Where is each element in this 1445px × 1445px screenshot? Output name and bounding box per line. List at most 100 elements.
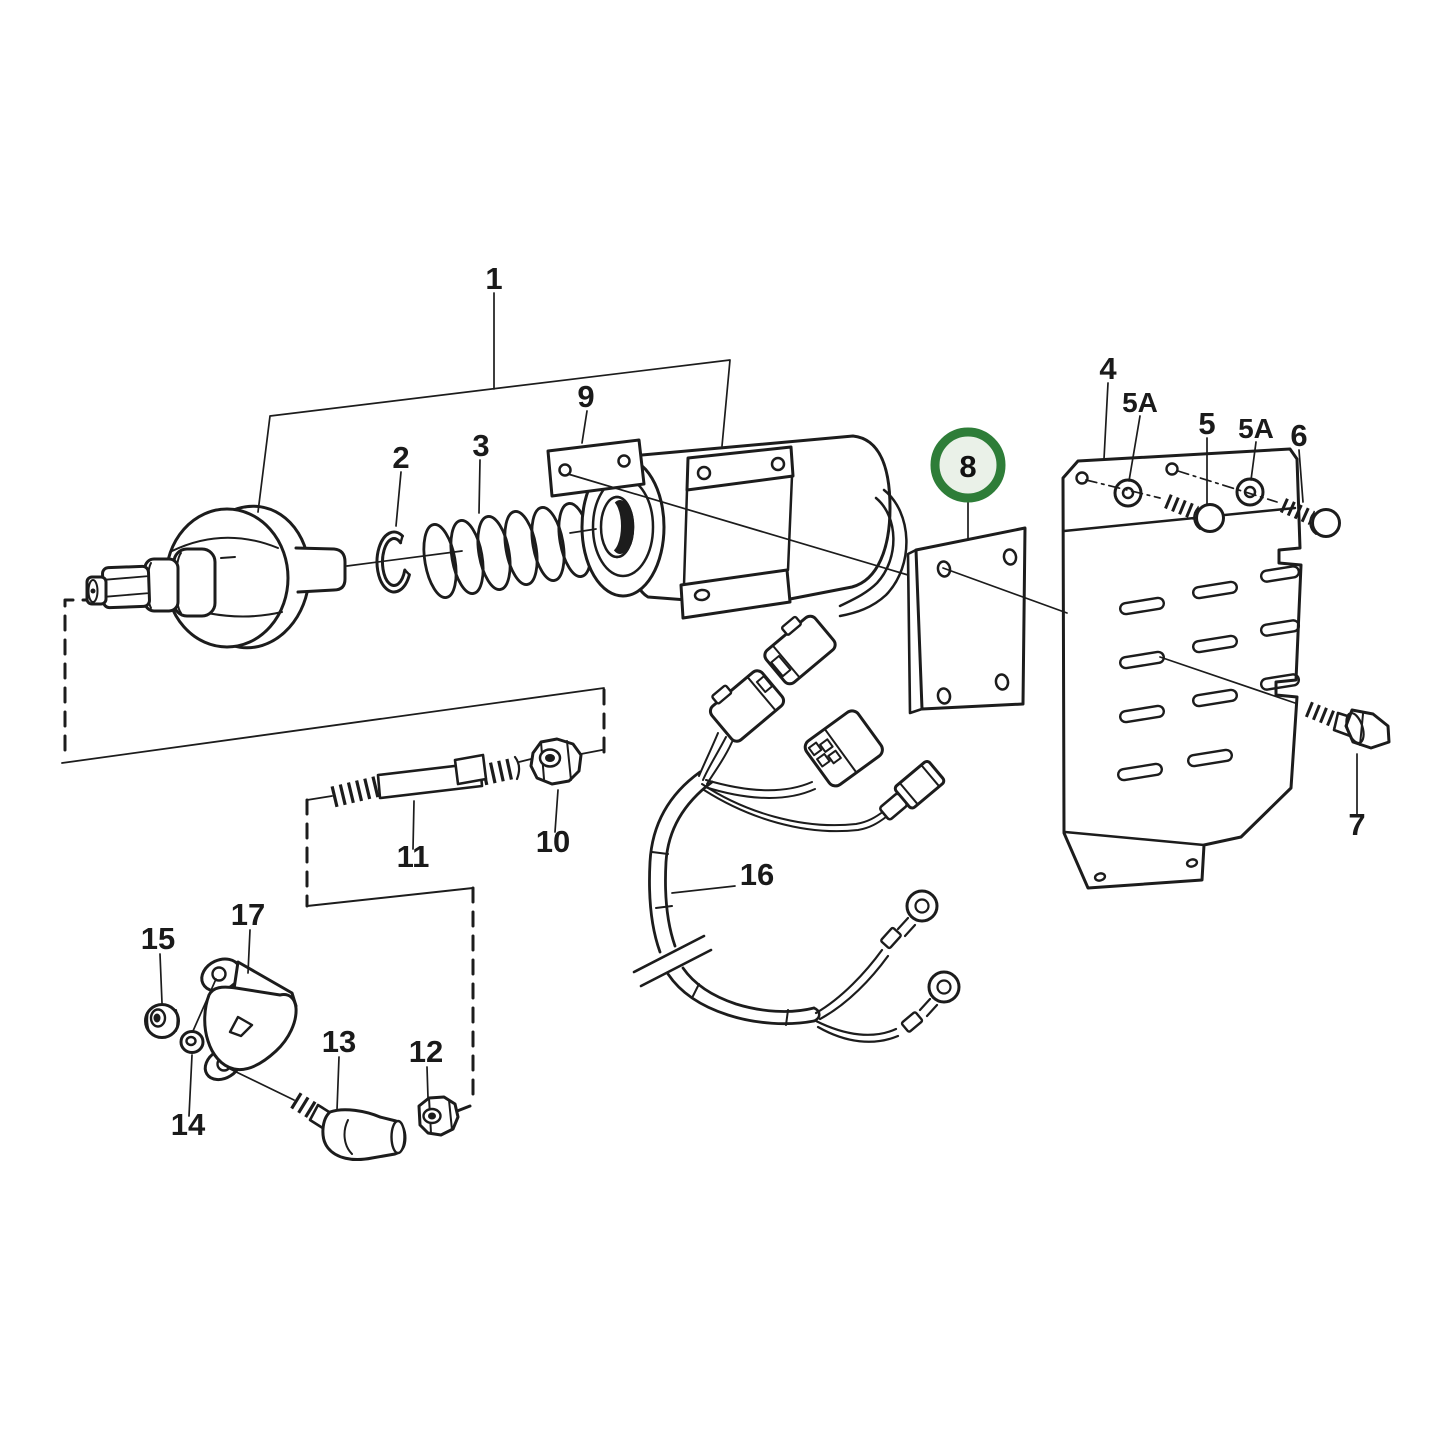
screw-5-head — [1195, 503, 1225, 533]
callout-3: 3 — [472, 428, 489, 463]
bolt-7-head — [1344, 708, 1391, 750]
badge-label[interactable]: 8 — [959, 449, 976, 484]
sleeve-left-edge — [648, 770, 816, 1026]
screw-5-head-face — [1193, 507, 1201, 530]
frame-thin-line-2 — [306, 887, 474, 907]
bracket-bottom-fold — [1063, 830, 1206, 847]
bracket-17-slot — [228, 1015, 254, 1038]
plate-8-hole-br — [994, 673, 1010, 691]
screw-6-head — [1311, 508, 1341, 538]
part-1-ball-actuator — [85, 504, 347, 650]
part-6-screw — [1279, 498, 1341, 538]
group-1-outline — [257, 359, 731, 513]
part-4-bracket — [1061, 447, 1303, 890]
leader-3 — [478, 459, 481, 514]
callout-10: 10 — [536, 824, 570, 859]
leader-14 — [188, 1054, 193, 1117]
top-plate-hole-right — [770, 456, 786, 472]
callout-9: 9 — [577, 379, 594, 414]
part-16-wiring-harness — [632, 614, 961, 1043]
bracket-17-body — [203, 985, 298, 1072]
ring-terminal-2 — [927, 970, 961, 1004]
break-gap — [638, 938, 710, 983]
stub-shaft — [294, 546, 347, 594]
callout-5: 5 — [1198, 406, 1215, 441]
part-15-nut — [144, 1003, 180, 1039]
align-ear-washer — [192, 978, 217, 1032]
align-ear-screw13 — [227, 1067, 295, 1101]
align-bolt-7 — [1159, 656, 1296, 704]
part-5a-washer-left — [1113, 478, 1143, 508]
leader-10 — [554, 789, 559, 833]
part-3-spring — [422, 502, 593, 599]
plate-8-hole-bl — [936, 687, 952, 705]
callout-11: 11 — [397, 839, 430, 874]
bracket-hole-1 — [1075, 471, 1089, 485]
frame-lines — [61, 598, 606, 1115]
part-9-plate — [546, 438, 646, 498]
part-7-bolt — [1304, 701, 1391, 750]
part-17-bracket — [200, 957, 298, 1082]
ring-hole-2 — [936, 979, 952, 995]
leader-11 — [412, 800, 415, 850]
part-5a-washer-right — [1235, 477, 1265, 507]
callout-4: 4 — [1099, 351, 1117, 386]
leader-15 — [159, 953, 163, 1004]
bore-highlight — [599, 500, 621, 552]
callout-16: 16 — [740, 857, 774, 892]
part-1-solenoid — [580, 434, 908, 620]
bore-outline — [599, 495, 635, 559]
ring-wire-2 — [814, 1019, 900, 1043]
screw-6-head-face — [1309, 512, 1317, 535]
plate-9-hole-right — [617, 454, 631, 468]
bottom-flange — [679, 568, 792, 620]
leader-9 — [581, 410, 588, 444]
leader-5a-left — [1128, 415, 1141, 482]
stud-tip — [513, 755, 521, 781]
callout-5a-left: 5A — [1122, 387, 1158, 418]
ring-terminal-1 — [905, 889, 939, 923]
tip-hole — [90, 588, 96, 594]
bracket-louvers — [1117, 565, 1301, 782]
nut-12-bore-dark — [428, 1112, 436, 1120]
part-12-nut — [417, 1095, 460, 1137]
callout-1: 1 — [485, 261, 502, 296]
plate-9-body — [546, 438, 646, 498]
part-2-snap-ring — [375, 530, 411, 594]
washer-14-outer — [179, 1030, 205, 1054]
pigtail-wire-inner — [838, 496, 895, 608]
flange-hole-1 — [1093, 872, 1107, 882]
callout-15: 15 — [141, 921, 175, 956]
dashed-frame-left — [63, 598, 99, 755]
highlight-badge-part-8[interactable]: 8 — [930, 427, 1006, 503]
bracket-outline — [1061, 447, 1303, 890]
part-13-ball-socket-screw — [290, 1092, 407, 1162]
snap-ring-inner — [380, 537, 407, 588]
callout-7: 7 — [1348, 807, 1365, 842]
screw-13-contour — [343, 1119, 353, 1155]
leader-2 — [395, 471, 402, 527]
frame-connector — [306, 795, 333, 801]
align-plate9-plate8 — [567, 473, 909, 576]
part-5-screw — [1164, 494, 1225, 533]
screw-13-cup-face — [390, 1119, 406, 1155]
nut-15-facets — [146, 1009, 179, 1032]
badge-disc[interactable] — [935, 432, 1001, 498]
flange-hole-2 — [1185, 858, 1199, 868]
sleeve-end — [812, 1006, 821, 1023]
screw-6-threads — [1279, 498, 1316, 525]
align-washer-right — [1177, 470, 1278, 503]
connector-3 — [803, 709, 884, 788]
badge-ring[interactable] — [930, 427, 1006, 503]
leader-16 — [671, 885, 736, 894]
stud-collar — [453, 753, 488, 786]
ferrule-1 — [880, 926, 902, 950]
top-plate-hole-left — [696, 465, 712, 481]
bracket-top-fold — [1062, 506, 1297, 533]
connector-1 — [763, 614, 837, 686]
callout-6: 6 — [1290, 418, 1307, 453]
plate-9-hole-left — [558, 463, 572, 477]
part-14-washer — [179, 1030, 205, 1054]
bolt-7-flange — [1345, 711, 1365, 745]
